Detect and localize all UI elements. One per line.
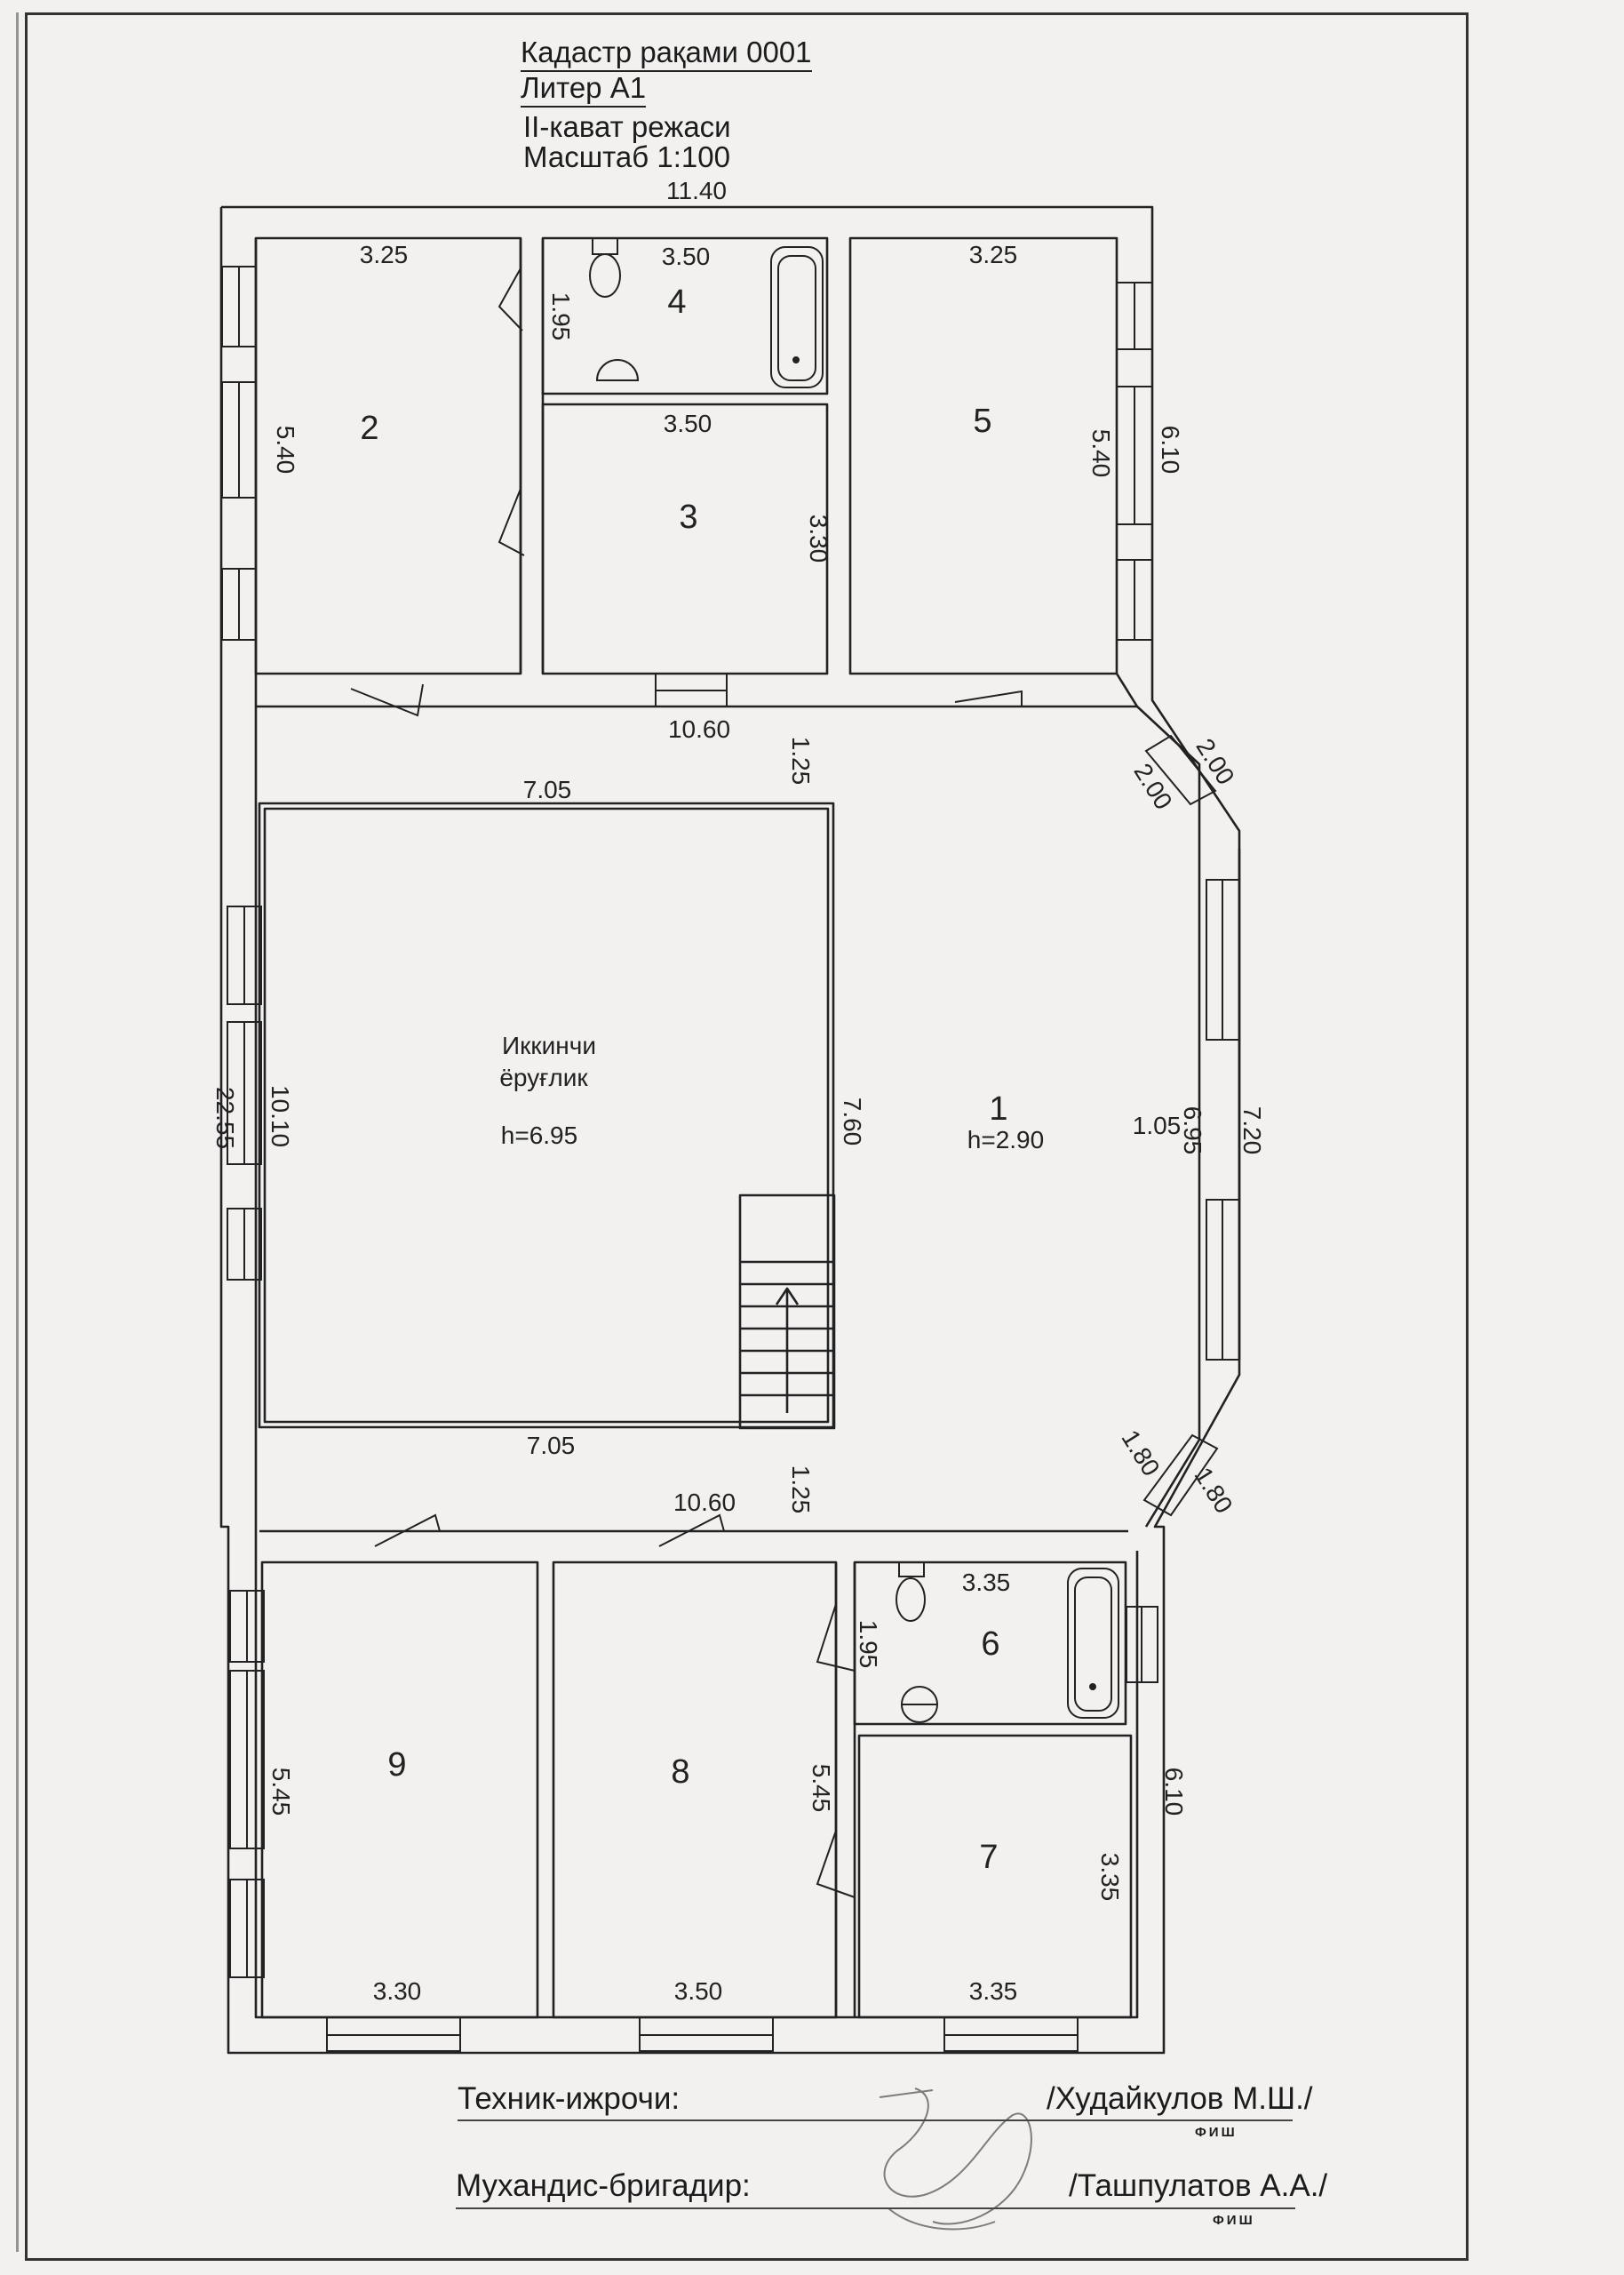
cadastre-number: Кадастр рақами 0001 [521, 36, 812, 72]
bay-bottom-inner: 1.80 [1116, 1425, 1165, 1481]
floor-plan-title: II-кават режаси [523, 110, 731, 143]
toilet-6 [896, 1577, 926, 1622]
void-walls [258, 802, 835, 1429]
void-side-length: 10.10 [267, 1085, 294, 1147]
room-8-walls [552, 1561, 838, 2019]
room-9-walls [260, 1561, 539, 2019]
room-7-walls [857, 1734, 1133, 2019]
room-8-length: 5.45 [808, 1764, 835, 1813]
room-7-number: 7 [979, 1839, 998, 1876]
staircase [738, 1193, 836, 1430]
void-height: h=6.95 [501, 1122, 577, 1149]
hall-inner-dim: 1.05 [1133, 1112, 1182, 1139]
room-1-height: h=2.90 [967, 1126, 1044, 1153]
room-1-number: 1 [989, 1090, 1007, 1128]
right-wall-bottom: 6.10 [1160, 1768, 1188, 1816]
corridor-top-height: 1.25 [787, 737, 815, 786]
room-8-number: 8 [671, 1753, 689, 1791]
corridor-top-width: 10.60 [668, 715, 730, 743]
sink-4 [595, 359, 640, 381]
bathtub-6 [1067, 1568, 1119, 1719]
bathtub-4 [770, 246, 824, 388]
room-2-number: 2 [360, 410, 378, 447]
engineer-label: Мухандис-бригадир: [456, 2168, 751, 2203]
room-9-width: 3.30 [373, 1977, 422, 2005]
void-name-line1: Иккинчи [502, 1032, 596, 1059]
bay-side-length: 7.20 [1238, 1106, 1266, 1155]
void-right-length: 7.60 [839, 1098, 866, 1146]
room-5-number: 5 [973, 403, 991, 440]
room-3-width: 3.50 [664, 410, 712, 437]
room-4-length: 1.95 [547, 292, 575, 341]
engineer-caption: ФИШ [1213, 2213, 1255, 2228]
corridor-bottom-width: 10.60 [673, 1489, 736, 1516]
room-6-number: 6 [981, 1625, 999, 1663]
technician-name: /Худайкулов М.Ш./ [1047, 2081, 1313, 2116]
technician-sign-line [458, 2119, 1293, 2121]
room-9-length: 5.45 [267, 1768, 295, 1816]
room-7-length: 3.35 [1096, 1853, 1124, 1902]
toilet-4 [589, 253, 621, 298]
bay-bottom-outer: 1.80 [1189, 1463, 1238, 1519]
outer-wall-outline [219, 205, 1241, 2055]
void-top-width: 7.05 [523, 776, 572, 803]
room-2-width: 3.25 [360, 241, 409, 268]
overall-length: 22.55 [211, 1087, 239, 1149]
room-3-number: 3 [679, 499, 697, 536]
drawing-border [25, 12, 1469, 2261]
void-name-line2: ёруғлик [499, 1064, 588, 1091]
room-6-length: 1.95 [855, 1620, 882, 1669]
scale-label: Масштаб 1:100 [523, 140, 730, 173]
room-5-length: 5.40 [1087, 429, 1115, 478]
hall-length: 6.95 [1179, 1106, 1206, 1155]
void-bottom-width: 7.05 [527, 1432, 576, 1459]
overall-width: 11.40 [666, 177, 727, 204]
handwritten-signature [879, 2087, 1032, 2231]
corridor-bottom-height: 1.25 [787, 1465, 815, 1514]
technician-label: Техник-ижрочи: [458, 2081, 681, 2116]
room-3-length: 3.30 [805, 515, 832, 563]
room-4-number: 4 [667, 283, 686, 321]
right-wall-top: 6.10 [1157, 426, 1184, 475]
engineer-name: /Ташпулатов А.А./ [1069, 2168, 1328, 2203]
liter: Литер А1 [521, 71, 647, 108]
technician-caption: ФИШ [1195, 2125, 1238, 2140]
room-4-width: 3.50 [662, 243, 711, 270]
room-6-width: 3.35 [962, 1569, 1011, 1596]
room-8-width: 3.50 [674, 1977, 723, 2005]
room-7-width: 3.35 [969, 1977, 1018, 2005]
bay-top-inner: 2.00 [1128, 759, 1177, 815]
room-2-length: 5.40 [272, 426, 299, 475]
engineer-sign-line [456, 2207, 1295, 2209]
room-9-number: 9 [387, 1746, 406, 1784]
room-5-width: 3.25 [969, 241, 1018, 268]
room-3-walls [541, 403, 829, 675]
room-5-walls [848, 236, 1118, 675]
page-edge-line [16, 12, 19, 2252]
